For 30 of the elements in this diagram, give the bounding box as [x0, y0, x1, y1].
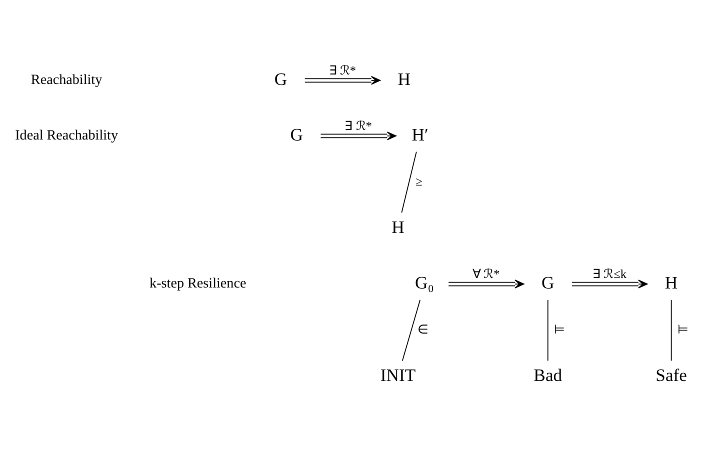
edge-label: ≥	[416, 174, 422, 188]
edge-label: ∈	[417, 322, 428, 337]
label: Reachability	[30, 72, 102, 88]
connector	[547, 299, 548, 362]
node-text: Bad	[534, 365, 562, 386]
connector	[402, 299, 421, 362]
arrow	[572, 280, 648, 288]
arrow	[320, 132, 396, 140]
edge-label: ∃ ℛ≤k	[592, 267, 627, 282]
node-text: H	[392, 216, 404, 237]
node-text: Safe	[656, 365, 687, 386]
node-text: G	[542, 272, 554, 292]
node-text: H	[398, 68, 411, 89]
node-text: H′	[412, 124, 428, 144]
label: Ideal Reachability	[15, 127, 118, 144]
arrow	[448, 280, 524, 288]
edge-label: ⊨	[678, 322, 688, 337]
node-text: H	[664, 272, 678, 292]
node-text: G	[274, 68, 288, 89]
node-text: INIT	[380, 365, 416, 386]
edge-label: ⊨	[554, 322, 564, 337]
node-text: G₀	[415, 272, 434, 292]
edge-label: ∃ ℛ*	[328, 63, 356, 78]
node-text: G	[290, 124, 304, 144]
edge-label: ∀ ℛ*	[472, 267, 500, 282]
edge-label: ∃ ℛ*	[344, 118, 372, 133]
label: k-step Resilience	[150, 275, 246, 292]
connector	[670, 299, 672, 362]
connector	[401, 151, 417, 214]
arrow	[304, 76, 381, 85]
